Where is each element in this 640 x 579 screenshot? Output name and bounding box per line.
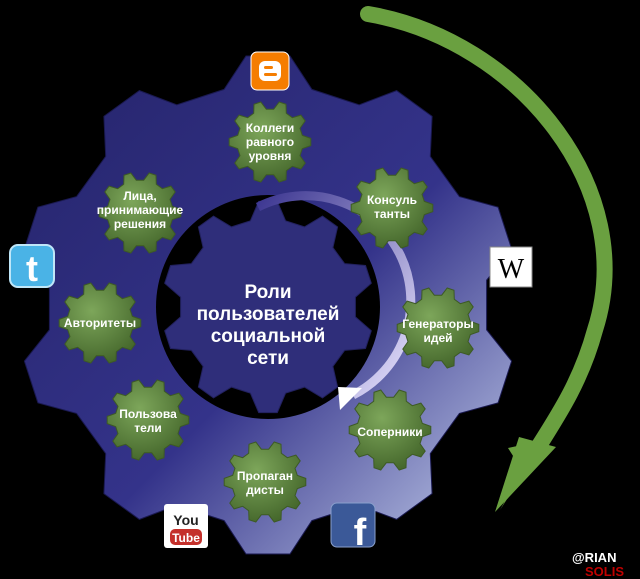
role-label: принимающие: [97, 203, 184, 217]
role-label: Коллеги: [246, 121, 295, 135]
facebook-icon: f: [330, 502, 376, 554]
svg-text:W: W: [498, 254, 525, 285]
role-gear-authorities: Авторитеты: [58, 282, 142, 364]
role-label: идей: [423, 331, 452, 345]
inner-gear: [164, 200, 372, 414]
role-label: Генераторы: [402, 317, 473, 331]
center-title-line: Роли: [244, 282, 291, 303]
svg-text:f: f: [354, 512, 367, 554]
svg-text:t: t: [26, 248, 38, 289]
center-title-line: сети: [247, 348, 289, 369]
center-title-line: социальной: [211, 326, 326, 347]
svg-text:You: You: [173, 512, 198, 528]
role-gear-peers: Коллеги равного уровня: [228, 101, 312, 183]
role-label: решения: [114, 217, 166, 231]
role-gear-consultants: Консуль танты: [350, 167, 434, 249]
role-label: Консуль: [367, 193, 417, 207]
role-label: тели: [134, 421, 162, 435]
rotation-arrow: [360, 6, 613, 512]
role-label: дисты: [246, 483, 284, 497]
role-label: Пропаган: [237, 469, 293, 483]
role-gear-propagandists: Пропаган дисты: [223, 441, 307, 523]
role-gear-users: Пользова тели: [106, 379, 190, 461]
wikipedia-icon: W: [489, 246, 533, 288]
center-title-line: пользователей: [197, 304, 340, 325]
role-gear-decision-makers: Лица, принимающие решения: [97, 172, 184, 254]
svg-text:@RIAN: @RIAN: [572, 550, 616, 565]
role-label: равного: [246, 135, 294, 149]
role-gear-rivals: Соперники: [348, 389, 432, 471]
brand-logo: @RIAN SOLIS: [572, 550, 624, 579]
center-title: Роли пользователей социальной сети: [197, 282, 340, 369]
role-label: Авторитеты: [64, 316, 136, 330]
role-label: Лица,: [123, 189, 156, 203]
role-gear-idea-generators: Генераторы идей: [396, 287, 480, 369]
role-label: Соперники: [357, 425, 422, 439]
role-label: уровня: [249, 149, 292, 163]
role-gears: Коллеги равного уровня Консуль танты Ген…: [58, 101, 480, 523]
svg-text:SOLIS: SOLIS: [585, 564, 624, 579]
youtube-icon: You Tube: [164, 504, 208, 548]
cycle-arrow: [255, 191, 416, 410]
role-label: Пользова: [119, 407, 177, 421]
svg-text:Tube: Tube: [172, 531, 200, 545]
blogger-icon: [250, 51, 290, 91]
twitter-icon: t: [9, 244, 55, 289]
role-label: танты: [374, 207, 410, 221]
